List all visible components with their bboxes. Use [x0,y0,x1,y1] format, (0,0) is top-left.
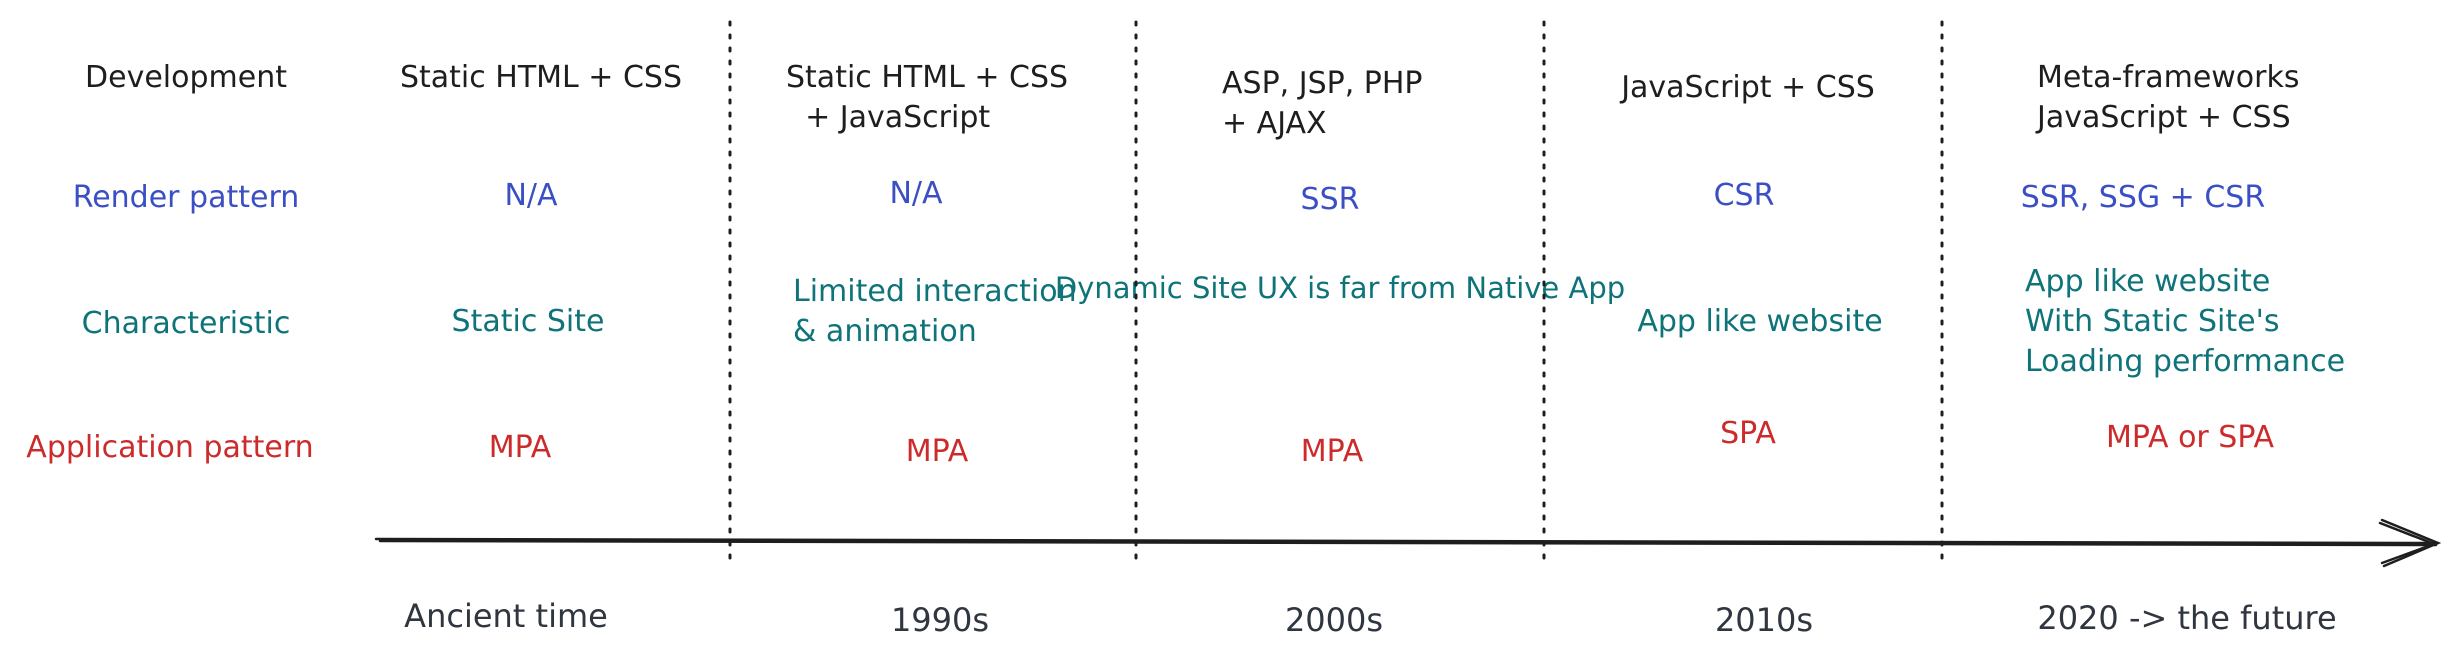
col-ancient-development: Static HTML + CSS [399,60,683,95]
col-2020s-application-pattern: MPA or SPA [2105,420,2275,455]
col-2010s-characteristic: App like website [1637,304,1883,339]
era-label-ancient: Ancient time [404,597,608,635]
col-ancient-render-pattern: N/A [504,178,558,213]
col-2000s-render-pattern: SSR [1300,182,1360,217]
timeline-arrow [374,518,2442,568]
col-1990s-render-pattern: N/A [889,176,943,211]
col-2020s-development: Meta-frameworks JavaScript + CSS [2037,60,2300,135]
era-label-2000s: 2000s [1284,601,1384,639]
row-label-development: Development [85,60,287,95]
col-2000s-application-pattern: MPA [1300,434,1364,469]
timeline-line-sketch [378,539,2438,547]
col-2010s-development: JavaScript + CSS [1621,70,1875,105]
col-2010s-render-pattern: CSR [1713,178,1775,213]
col-2020s-render-pattern: SSR, SSG + CSR [2020,180,2266,215]
era-label-1990s: 1990s [890,601,990,639]
row-label-render-pattern: Render pattern [72,180,300,215]
timeline-line [374,537,2440,545]
col-2010s-application-pattern: SPA [1720,416,1776,451]
row-label-characteristic: Characteristic [81,306,291,341]
col-1990s-application-pattern: MPA [905,434,969,469]
col-ancient-application-pattern: MPA [488,430,552,465]
col-2000s-characteristic: Dynamic Site UX is far from Native App [1054,271,1626,305]
row-label-application-pattern: Application pattern [26,430,314,465]
arrow-head [2380,518,2442,568]
col-1990s-characteristic: Limited interaction & animation [793,274,1077,349]
col-2000s-development: ASP, JSP, PHP + AJAX [1222,66,1423,141]
col-2020s-characteristic: App like website With Static Site's Load… [2025,264,2346,379]
col-1990s-development: Static HTML + CSS + JavaScript [786,60,1069,135]
arrow-head-sketch [2378,521,2438,565]
era-label-2020s: 2020 -> the future [2037,599,2337,637]
col-ancient-characteristic: Static Site [451,304,605,339]
era-separators [728,20,1944,562]
era-label-2010s: 2010s [1714,601,1814,639]
